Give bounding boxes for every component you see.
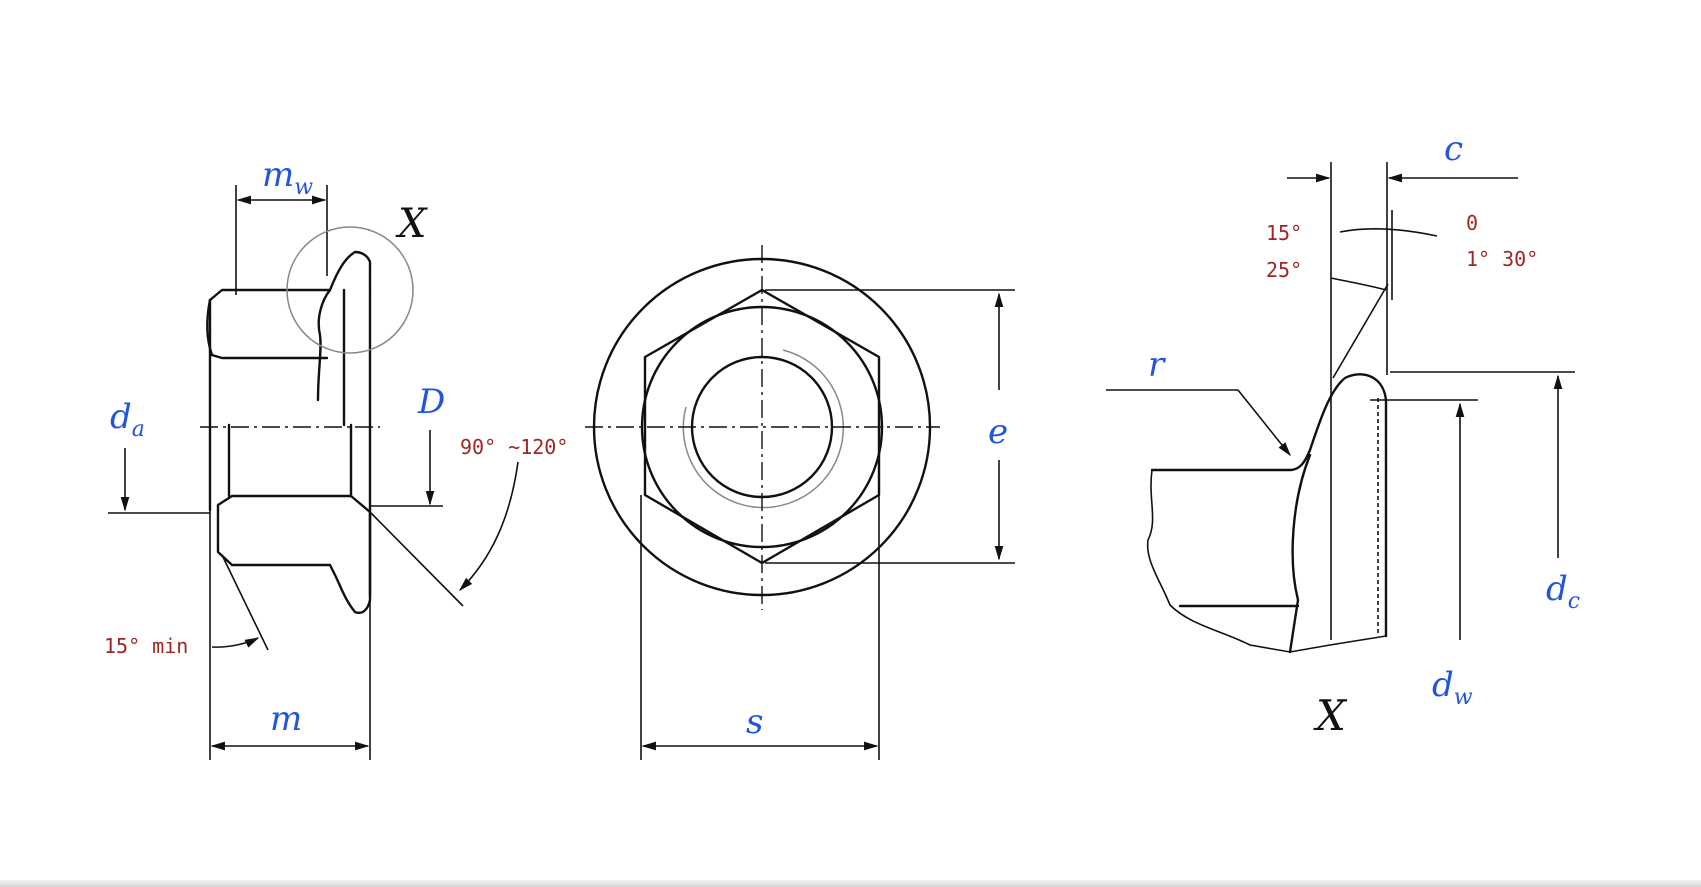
label-dc: dc: [1546, 569, 1580, 614]
label-angle-25: 25°: [1266, 258, 1302, 282]
label-s: s: [746, 702, 763, 742]
top-view: e s: [585, 245, 1015, 760]
label-dw: dw: [1432, 665, 1473, 710]
label-angle-chamfer: 15° min: [104, 634, 188, 658]
label-c: c: [1444, 129, 1463, 169]
detail-x-view: c 15° 25° 0 1° 30° r dc dw X: [1106, 129, 1580, 740]
label-angle-flange: 90° ~120°: [460, 435, 568, 459]
label-detail-x: X: [395, 201, 428, 247]
label-r: r: [1148, 345, 1166, 385]
side-section-view: mw X da D 90° ~120° 15° min m: [104, 155, 568, 760]
label-D: D: [417, 382, 445, 422]
label-mw: mw: [262, 155, 313, 200]
label-angle-0: 0: [1466, 211, 1478, 235]
label-da: da: [110, 397, 145, 442]
label-m: m: [270, 699, 302, 739]
bottom-edge-bar: [0, 880, 1701, 887]
label-e: e: [988, 412, 1008, 452]
label-detail-x-title: X: [1313, 691, 1348, 740]
label-angle-15: 15°: [1266, 221, 1302, 245]
label-angle-1-30: 1° 30°: [1466, 247, 1538, 271]
